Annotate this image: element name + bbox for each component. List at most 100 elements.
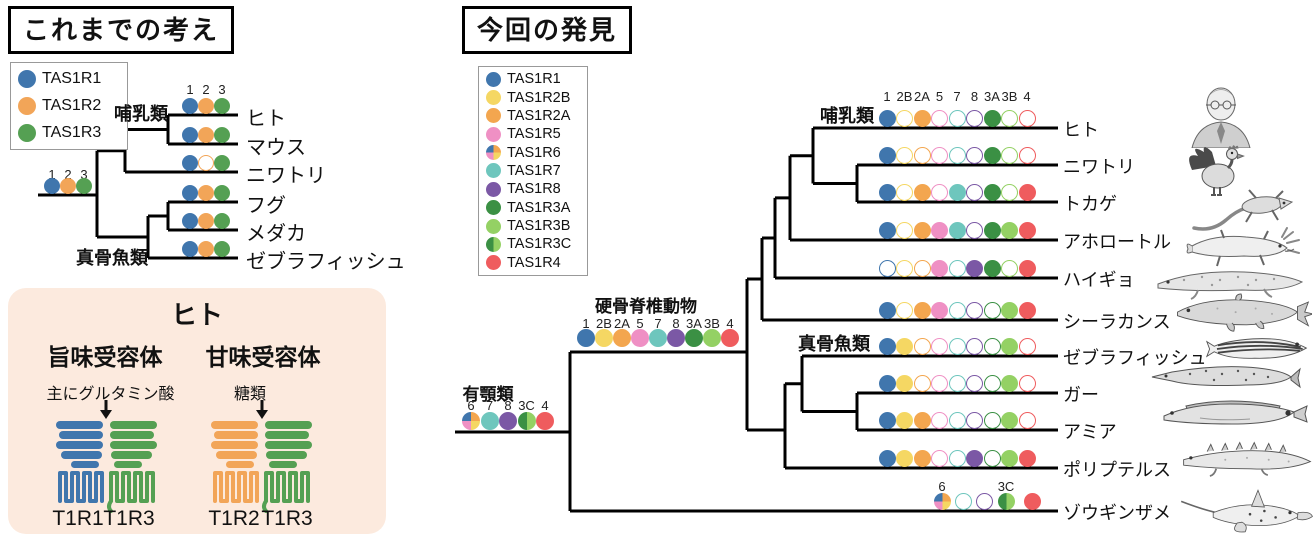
species-label-right: ガー <box>1063 385 1099 405</box>
legend-swatch-tas1r3c <box>486 236 501 252</box>
species-label-right: ハイギョ <box>1063 270 1135 290</box>
gar-illustration <box>1151 366 1301 389</box>
gene-circle-tas1r7 <box>948 337 966 355</box>
gene-circle-tas1r7 <box>948 301 966 319</box>
gene-circle-tas1r3b <box>1001 449 1018 467</box>
gene-number-label: 4 <box>726 316 734 331</box>
gene-circle-tas1r7 <box>948 374 966 392</box>
gene-circle-tas1r2a <box>913 301 931 319</box>
gene-number-label: 3B <box>704 316 720 331</box>
gene-circle-tas1r3a <box>983 411 1001 429</box>
gene-circle-tas1r5 <box>931 221 948 239</box>
legend-label: TAS1R3 <box>42 123 102 141</box>
gene-number-label: 1 <box>186 82 194 97</box>
left-clade-label-mammals: 哺乳類 <box>114 104 168 124</box>
gene-circle-tas1r2b <box>896 449 913 467</box>
gene-circle-tas1r7 <box>649 329 667 347</box>
gene-circle-tas1r2 <box>60 178 76 194</box>
gene-circle-tas1r2b <box>595 329 613 347</box>
gene-number-label: 3A <box>686 316 702 331</box>
gene-circle-tas1r3b <box>1001 374 1018 392</box>
gene-circle-tas1r8 <box>966 449 983 467</box>
gene-circle-tas1r1 <box>182 127 198 143</box>
gene-circle-tas1r3c <box>997 492 1015 510</box>
legend-label: TAS1R3B <box>507 218 571 235</box>
gene-circle-tas1r4 <box>1018 337 1036 355</box>
legend-label: TAS1R1 <box>42 70 102 88</box>
gene-circle-tas1r2a <box>613 329 631 347</box>
legend-label: TAS1R2B <box>507 89 571 106</box>
human-receptor-box: ヒト 旨味受容体 甘味受容体 主にグルタミン酸 糖類 <box>8 288 386 534</box>
legend-label: TAS1R5 <box>507 126 561 143</box>
gene-number-label: 3C <box>997 479 1015 494</box>
gene-number-label: 1 <box>582 316 590 331</box>
left-clade-label-teleosts: 真骨魚類 <box>76 248 148 268</box>
gene-circle-tas1r3b <box>703 329 721 347</box>
species-label-left: マウス <box>246 137 306 159</box>
gene-circle-tas1r7 <box>480 412 499 430</box>
gene-number-label: 2A <box>914 89 930 104</box>
gene-circle-tas1r8 <box>966 374 983 392</box>
species-label-right: ヒト <box>1063 120 1099 140</box>
gene-number-label: 2A <box>614 316 630 331</box>
gene-number-label: 5 <box>636 316 644 331</box>
right-legend-item-tas1r2a: TAS1R2A <box>486 108 580 124</box>
gene-circle-tas1r4 <box>1018 301 1036 319</box>
species-label-right: ゾウギンザメ <box>1063 503 1171 523</box>
gene-circle-tas1r8 <box>667 329 685 347</box>
gene-circle-tas1r2a <box>913 411 931 429</box>
left-legend-item-tas1r1: TAS1R1 <box>18 70 120 89</box>
rooster-illustration <box>1189 145 1245 196</box>
right-legend-item-tas1r5: TAS1R5 <box>486 126 580 142</box>
legend-swatch-tas1r8 <box>486 181 501 197</box>
gene-circle-tas1r4 <box>1018 146 1036 164</box>
gene-circle-tas1r8 <box>966 259 983 277</box>
human-portrait-illustration <box>1191 87 1251 148</box>
gene-circle-tas1r8 <box>966 221 983 239</box>
legend-label: TAS1R8 <box>507 181 561 198</box>
gene-circle-tas1r3a <box>983 109 1001 127</box>
gene-circle-tas1r1 <box>182 98 198 114</box>
lungfish-illustration <box>1157 271 1304 300</box>
subunit-label-t1r1: T1R1 <box>52 507 104 530</box>
gene-circle-tas1r4 <box>1018 259 1036 277</box>
gene-number-label: 2 <box>64 167 72 182</box>
gene-circle-tas1r2b <box>896 221 913 239</box>
species-label-right: アミア <box>1063 422 1117 442</box>
node-label-jawed-vertebrates: 有顎類 <box>462 385 514 404</box>
gene-circle-tas1r3b <box>1001 183 1018 201</box>
gene-circle-tas1r8 <box>966 301 983 319</box>
gene-circle-tas1r2b <box>896 183 913 201</box>
legend-label: TAS1R2A <box>507 107 571 124</box>
left-legend-item-tas1r2: TAS1R2 <box>18 96 120 115</box>
gene-circle-tas1r3a <box>685 329 703 347</box>
gene-circle-tas1r3c <box>517 412 536 430</box>
gene-circle-tas1r3 <box>214 155 230 171</box>
gene-circle-tas1r2a <box>913 109 931 127</box>
umami-ligand-arrow-icon <box>100 400 112 419</box>
gene-number-label: 2B <box>896 89 913 104</box>
gene-circle-tas1r3 <box>214 98 230 114</box>
subunit-label-t1r3-sweet: T1R3 <box>261 507 313 530</box>
umami-ligand-label: 主にグルタミン酸 <box>46 386 175 403</box>
gene-number-label: 4 <box>1023 89 1031 104</box>
gene-circle-tas1r2 <box>198 213 214 229</box>
species-label-right: アホロートル <box>1063 232 1171 252</box>
right-legend-item-tas1r1: TAS1R1 <box>486 71 580 87</box>
gene-circle-tas1r2b <box>896 146 913 164</box>
subunit-label-t1r3: T1R3 <box>103 507 155 530</box>
gene-circle-tas1r8 <box>966 337 983 355</box>
gene-circle-tas1r1 <box>878 411 896 429</box>
right-legend-item-tas1r3b: TAS1R3B <box>486 218 580 234</box>
umami-receptor-dimer-drawing <box>56 421 157 513</box>
gene-number-label: 6 <box>467 398 475 413</box>
gene-number-label: 3A <box>984 89 1000 104</box>
gene-circle-tas1r4 <box>1018 109 1036 127</box>
gene-number-label: 8 <box>672 316 680 331</box>
gene-circle-tas1r1 <box>878 183 896 201</box>
gene-number-label: 7 <box>485 398 494 413</box>
